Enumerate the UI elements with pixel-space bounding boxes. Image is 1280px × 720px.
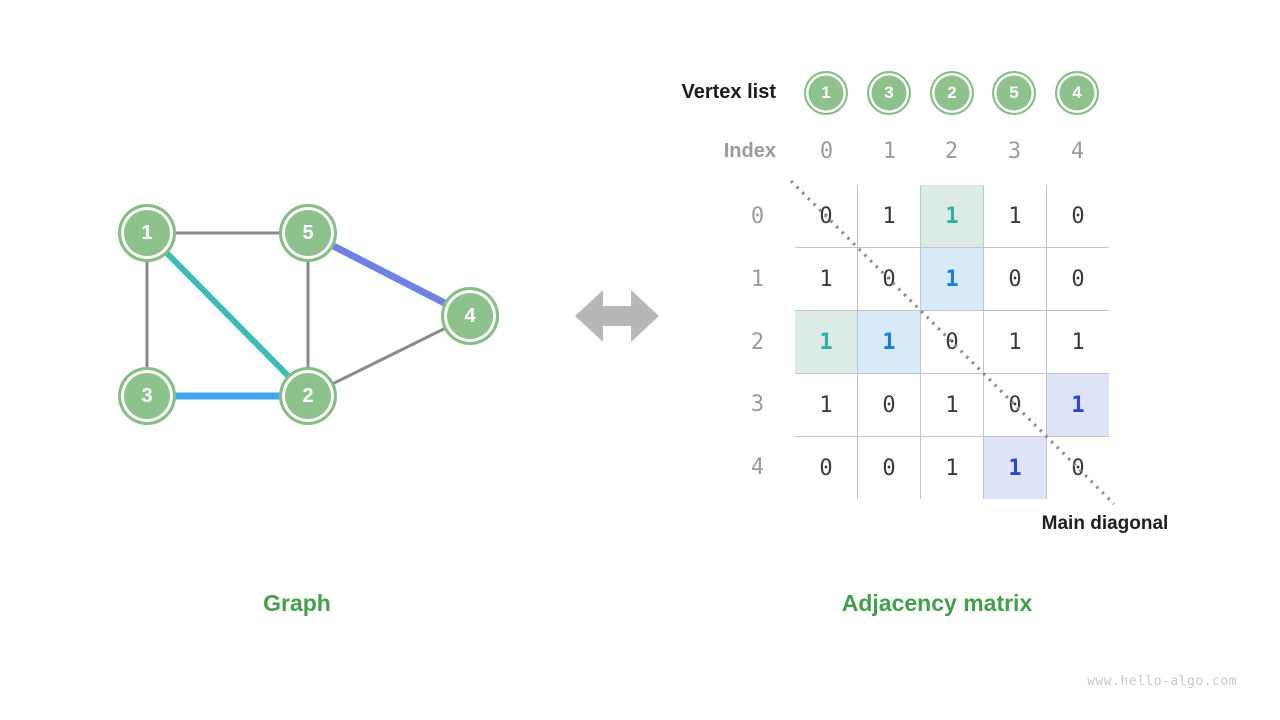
graph-node-2: 2 xyxy=(279,367,337,425)
vertex-circle-3-label: 5 xyxy=(1009,83,1019,102)
vertex-circle-0: 1 xyxy=(804,71,848,115)
matrix-cell-r3c3: 0 xyxy=(984,374,1046,436)
row-label-3: 3 xyxy=(750,392,765,417)
vertex-circle-2: 2 xyxy=(930,71,974,115)
adjacency-matrix-grid: 0 1 1 1 0 1 0 1 0 0 1 1 0 1 1 1 0 1 0 1 … xyxy=(795,185,1109,499)
matrix-cell-r2c2: 0 xyxy=(921,311,983,373)
matrix-cell-r4c3: 1 xyxy=(984,437,1046,499)
graph-node-3-label: 3 xyxy=(141,384,153,407)
edge-1-2 xyxy=(144,230,311,399)
graph-node-3: 3 xyxy=(118,367,176,425)
index-col-3: 3 xyxy=(1007,139,1022,164)
row-label-1: 1 xyxy=(750,267,765,292)
index-col-2: 2 xyxy=(944,139,959,164)
matrix-cell-r3c4: 1 xyxy=(1047,374,1109,436)
vertex-circle-2-label: 2 xyxy=(947,83,957,102)
matrix-cell-r2c4: 1 xyxy=(1047,311,1109,373)
matrix-cell-r0c4: 0 xyxy=(1047,185,1109,247)
matrix-caption: Adjacency matrix xyxy=(841,590,1033,616)
matrix-cell-r1c4: 0 xyxy=(1047,248,1109,310)
matrix-cell-r1c3: 0 xyxy=(984,248,1046,310)
vertex-circle-3: 5 xyxy=(992,71,1036,115)
graph-node-4-label: 4 xyxy=(464,304,476,327)
vertex-circle-4-label: 4 xyxy=(1072,83,1082,102)
matrix-cell-r0c3: 1 xyxy=(984,185,1046,247)
graph-node-2-label: 2 xyxy=(302,384,314,407)
matrix-cell-r3c1: 0 xyxy=(858,374,920,436)
watermark: www.hello-algo.com xyxy=(1087,674,1237,689)
matrix-cell-r1c2: 1 xyxy=(921,248,983,310)
matrix-cell-r3c0: 1 xyxy=(795,374,857,436)
graph-node-1-label: 1 xyxy=(141,221,153,244)
matrix-cell-r2c1: 1 xyxy=(858,311,920,373)
graph-node-5-label: 5 xyxy=(302,221,314,244)
graph-node-5: 5 xyxy=(279,204,337,262)
vertex-circle-4: 4 xyxy=(1055,71,1099,115)
row-label-4: 4 xyxy=(750,455,765,480)
matrix-cell-r0c2: 1 xyxy=(921,185,983,247)
graph-node-4: 4 xyxy=(441,287,499,345)
vertex-list-label: Vertex list xyxy=(681,81,776,103)
main-diagonal-label: Main diagonal xyxy=(1041,513,1169,534)
vertex-circle-0-label: 1 xyxy=(821,83,831,102)
matrix-cell-r0c0: 0 xyxy=(795,185,857,247)
matrix-cell-r2c0: 1 xyxy=(795,311,857,373)
matrix-cell-r3c2: 1 xyxy=(921,374,983,436)
matrix-cell-r2c3: 1 xyxy=(984,311,1046,373)
row-label-2: 2 xyxy=(750,330,765,355)
matrix-cell-r4c0: 0 xyxy=(795,437,857,499)
row-label-0: 0 xyxy=(750,204,765,229)
matrix-cell-r0c1: 1 xyxy=(858,185,920,247)
index-col-1: 1 xyxy=(882,139,897,164)
matrix-cell-r4c4: 0 xyxy=(1047,437,1109,499)
vertex-circle-1-label: 3 xyxy=(884,83,894,102)
matrix-cell-r4c1: 0 xyxy=(858,437,920,499)
matrix-cell-r4c2: 1 xyxy=(921,437,983,499)
index-label: Index xyxy=(723,140,776,162)
graph-node-1: 1 xyxy=(118,204,176,262)
matrix-cell-r1c1: 0 xyxy=(858,248,920,310)
index-col-0: 0 xyxy=(819,139,834,164)
matrix-cell-r1c0: 1 xyxy=(795,248,857,310)
graph-caption: Graph xyxy=(263,590,331,616)
index-col-4: 4 xyxy=(1070,139,1085,164)
vertex-circle-1: 3 xyxy=(867,71,911,115)
